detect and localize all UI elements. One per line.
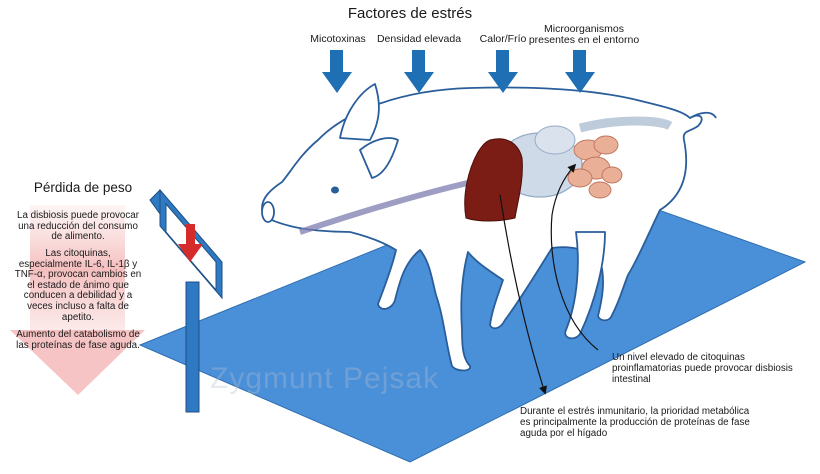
- factor-label-densidad: Densidad elevada: [376, 33, 462, 45]
- weight-loss-arrow-bg: [10, 205, 145, 395]
- weight-loss-title: Pérdida de peso: [33, 180, 133, 195]
- factor-label-microorganismos: Microorganismos presentes en el entorno: [528, 23, 640, 46]
- densidad-arrow: [404, 50, 434, 93]
- liver-note: Durante el estrés inmunitario, la priori…: [520, 406, 750, 439]
- weight-loss-paragraph-1: La disbiosis puede provocar una reducció…: [17, 210, 139, 243]
- stress-arrows: [322, 50, 595, 93]
- microorganismos-arrow: [565, 50, 595, 93]
- diagram-title: Factores de estrés: [347, 5, 473, 22]
- esophagus: [299, 179, 473, 235]
- scale: [149, 188, 223, 413]
- weight-loss-paragraph-2: Las citoquinas, especialmente IL-6, IL-1…: [14, 248, 142, 323]
- micotoxinas-arrow: [322, 50, 352, 93]
- watermark: Zygmunt Pejsak: [210, 362, 440, 395]
- weight-loss-paragraph-3: Aumento del catabolismo de las proteínas…: [16, 329, 140, 351]
- calor-arrow: [488, 50, 518, 93]
- factor-label-calor: Calor/Frío: [479, 33, 527, 45]
- scale-down-arrow: [186, 224, 195, 246]
- cytokine-callout-line: [550, 163, 599, 351]
- cytokine-note: Un nivel elevado de citoquinas proinflam…: [612, 352, 793, 385]
- factor-label-micotoxinas: Micotoxinas: [310, 33, 366, 45]
- liver-callout-line: [499, 194, 547, 395]
- liver: [464, 138, 523, 222]
